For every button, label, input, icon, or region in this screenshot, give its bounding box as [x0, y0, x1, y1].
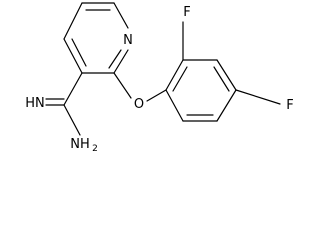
bond-c2-o — [113, 72, 132, 99]
bond-c3p-c4p-inner — [213, 66, 230, 92]
bond-n1-c2-inner — [108, 49, 122, 69]
pyridine-ring — [63, 2, 129, 74]
ether-linkage — [113, 72, 167, 102]
bond-c6-n1 — [113, 2, 129, 29]
bond-c1p-c2p-inner — [172, 66, 188, 92]
bond-c3p-c4p — [216, 59, 237, 91]
bond-n1-c2 — [113, 49, 129, 74]
atom-label-f-ortho: F — [183, 5, 190, 20]
atom-label-o-ether: O — [134, 97, 144, 112]
structure-canvas: N O F F HN NH 2 — [25, 2, 294, 153]
bond-c4p-c5p — [216, 89, 237, 122]
atom-label-amine: NH — [70, 137, 90, 152]
bond-o-c1prime — [146, 89, 167, 102]
atom-label-amine-subscript: 2 — [92, 144, 98, 153]
bond-camidine-amine — [63, 104, 81, 136]
bond-c3-camidine — [63, 72, 83, 106]
bond-c4-c5 — [63, 2, 83, 40]
amidine-group — [45, 72, 83, 136]
atom-label-f-para: F — [286, 98, 293, 113]
bond-c1p-c2p — [165, 59, 184, 91]
atom-label-imine: HN — [25, 96, 45, 111]
bond-c3-c4-inner — [71, 38, 87, 67]
molecule-drawing: N O F F HN NH 2 — [25, 2, 294, 153]
bond-c3-c4 — [63, 38, 83, 74]
bond-c4p-f — [235, 89, 281, 105]
difluorophenyl-ring — [165, 21, 281, 122]
bond-c6p-c1p — [165, 89, 184, 122]
atom-label-n-ring: N — [123, 33, 133, 48]
